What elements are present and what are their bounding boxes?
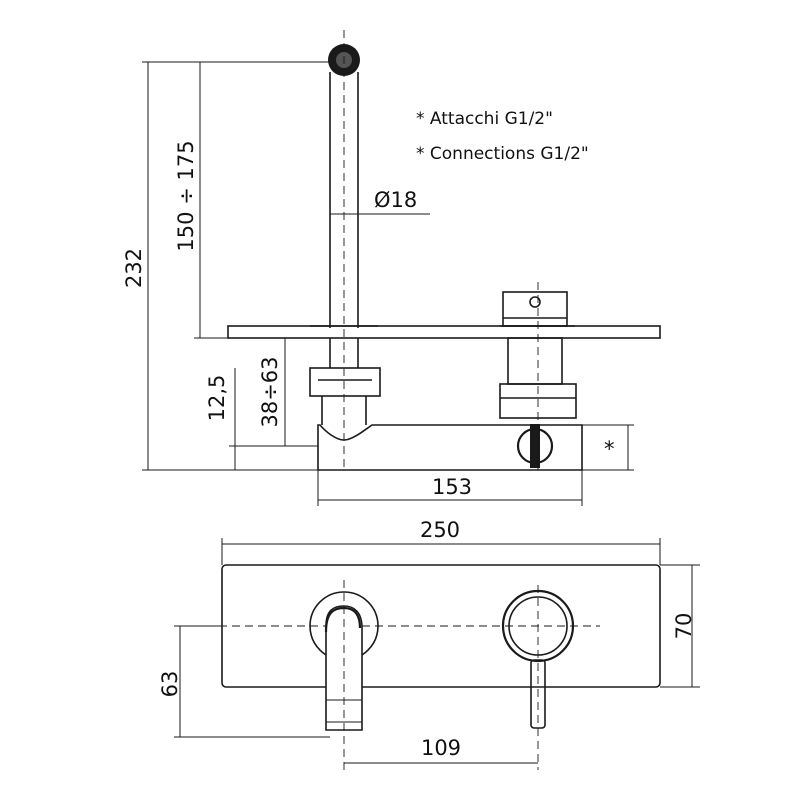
dim-63-label: 63 [158,671,182,698]
dim-153-label: 153 [432,475,472,499]
dim-150-175-label: 150 ÷ 175 [174,140,198,251]
dim-232-label: 232 [122,248,146,288]
connection-fitting-bar [530,424,540,468]
dim-12-5-label: 12,5 [205,375,229,422]
embedded-body [317,424,583,471]
wall-plate-side [227,325,661,339]
dim-109-label: 109 [421,736,461,760]
spout-neck [321,396,367,425]
spout-front [325,605,363,731]
dim-38-63-label: 38÷63 [258,356,282,427]
dim-250-label: 250 [420,518,460,542]
note-connections: * Connections G1/2" [416,144,589,164]
lever-handle-side [502,291,568,327]
lever-screw-icon [529,296,541,308]
dim-diameter-label: Ø18 [374,188,417,212]
cartridge-upper [507,337,563,385]
side-view: 232 150 ÷ 175 Ø18 12,5 38÷63 * 153 [122,30,661,506]
spout-nut [309,367,381,397]
dim-star-label: * [604,437,615,461]
dim-70-label: 70 [672,613,696,640]
note-attacchi: * Attacchi G1/2" [416,109,553,129]
front-view: 250 70 63 109 [158,518,700,770]
